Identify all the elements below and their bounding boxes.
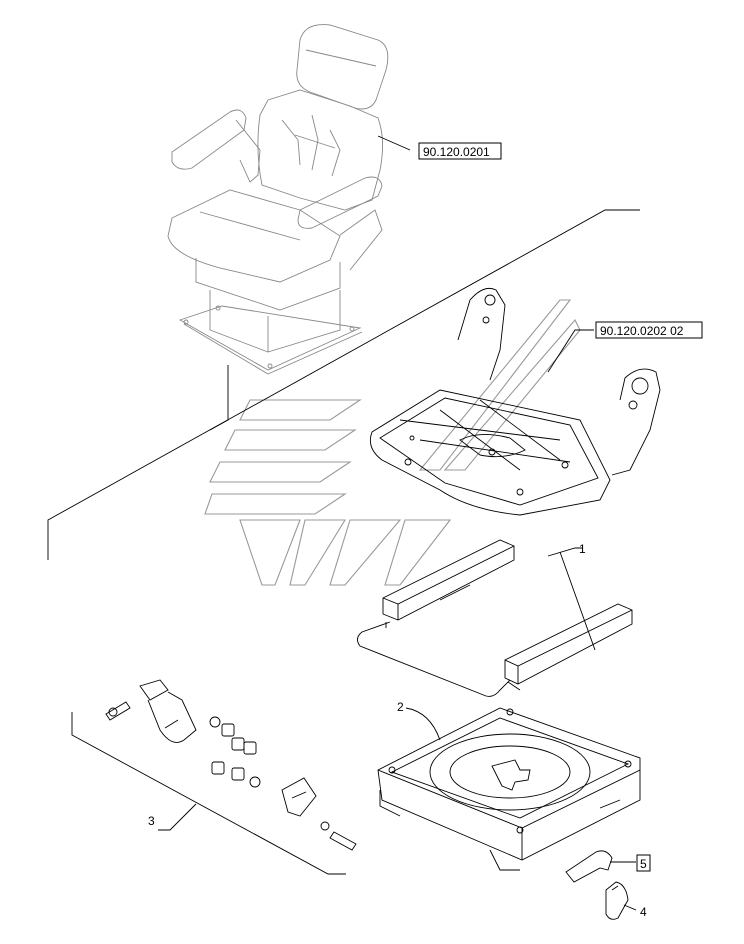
lever-handle: 5 4: [565, 850, 651, 920]
item-5-label: 5: [640, 857, 647, 871]
ref-frame-text: 90.120.0202 02: [600, 324, 684, 338]
item-1-label: 1: [579, 542, 586, 556]
slide-rails: 1: [357, 539, 633, 697]
item-2-label: 2: [397, 700, 404, 714]
ref-seat-text: 90.120.0201: [423, 145, 490, 159]
ref-label-seat: 90.120.0201: [377, 135, 502, 160]
seat-frame: [369, 287, 661, 516]
ref-label-frame: 90.120.0202 02: [547, 321, 703, 373]
swivel-base: 2: [377, 700, 641, 871]
seat-assembly: [167, 24, 389, 375]
item-4-label: 4: [640, 905, 647, 919]
item-3-label: 3: [148, 814, 155, 828]
seat-belt-kit: 3: [105, 679, 357, 851]
watermark-logo: [204, 299, 581, 586]
separator-lines: [47, 209, 640, 875]
